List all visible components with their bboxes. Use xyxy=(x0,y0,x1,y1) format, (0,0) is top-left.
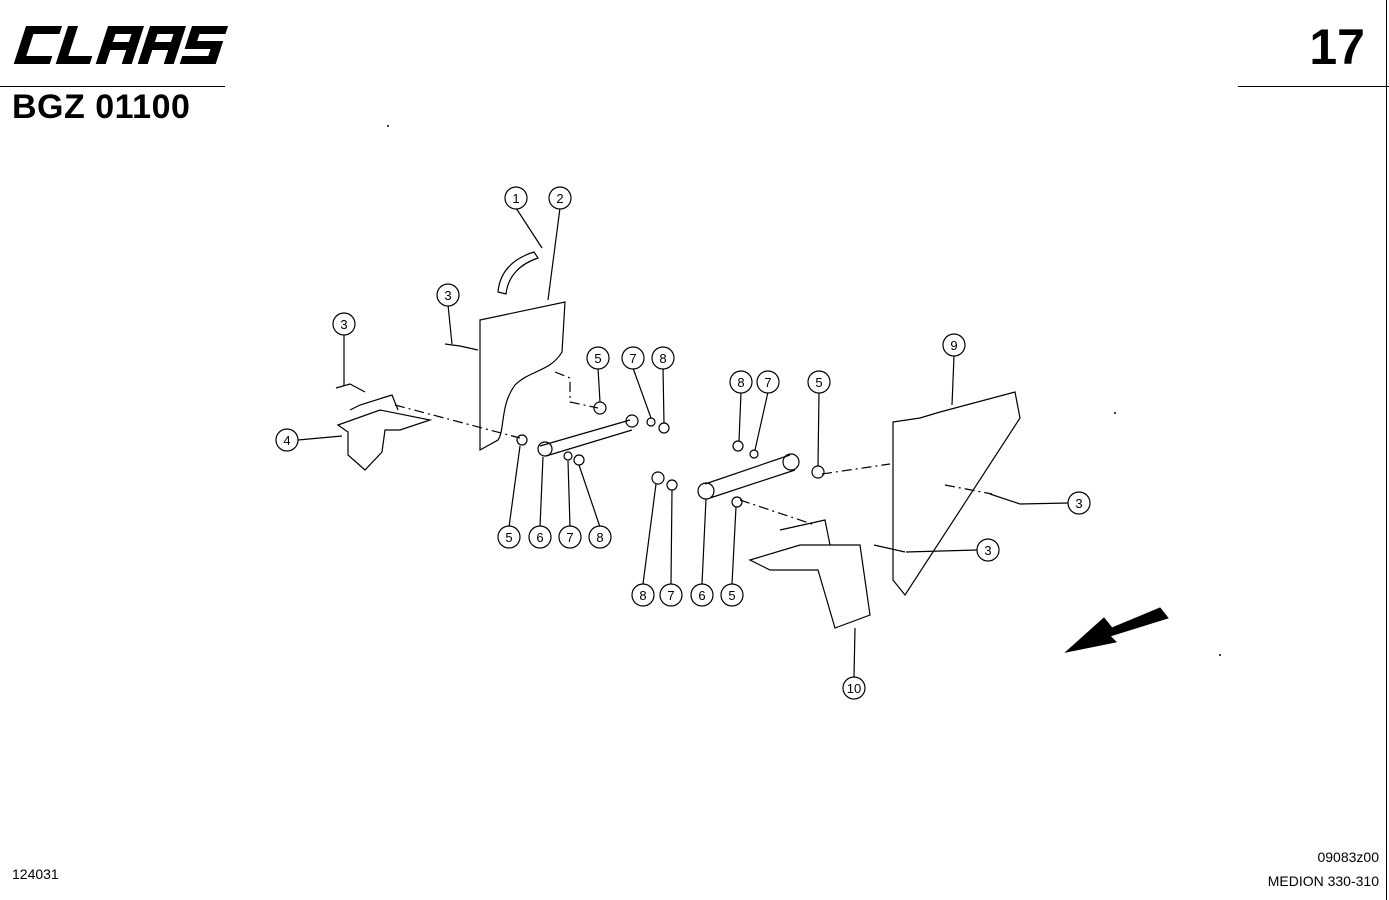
svg-text:8: 8 xyxy=(737,375,744,390)
svg-text:5: 5 xyxy=(728,588,735,603)
svg-text:3: 3 xyxy=(984,543,991,558)
svg-text:5: 5 xyxy=(505,530,512,545)
document-code: BGZ 01100 xyxy=(12,88,191,126)
callout: 5 xyxy=(720,583,744,607)
svg-text:2: 2 xyxy=(556,191,563,206)
header-rule-right xyxy=(1238,86,1389,87)
callout: 1 xyxy=(504,186,528,210)
callout: 6 xyxy=(528,525,552,549)
header-rule-left xyxy=(0,86,225,87)
part-3-bolt-a xyxy=(335,383,366,393)
callout: 3 xyxy=(332,312,356,336)
part-6-rod-left xyxy=(539,419,633,457)
part-9-shield xyxy=(892,391,1021,597)
svg-text:4: 4 xyxy=(283,433,290,448)
svg-text:10: 10 xyxy=(847,681,861,696)
svg-text:8: 8 xyxy=(596,530,603,545)
part-3-bolt-d xyxy=(873,544,906,553)
callout: 7 xyxy=(621,346,645,370)
footer-code: 124031 xyxy=(12,866,59,882)
svg-text:8: 8 xyxy=(639,588,646,603)
svg-text:7: 7 xyxy=(667,588,674,603)
callout: 8 xyxy=(588,525,612,549)
svg-text:8: 8 xyxy=(659,351,666,366)
svg-text:7: 7 xyxy=(629,351,636,366)
callout: 8 xyxy=(729,370,753,394)
part-1-strip xyxy=(497,251,539,295)
part-3-bolt-b xyxy=(444,343,479,351)
page-border xyxy=(1386,0,1387,900)
callout: 8 xyxy=(651,346,675,370)
callout: 3 xyxy=(1067,491,1091,515)
callout: 5 xyxy=(497,525,521,549)
drawing-number: 09083z00 xyxy=(1317,849,1379,865)
part-3-bolt-c xyxy=(989,493,1021,505)
svg-text:3: 3 xyxy=(444,288,451,303)
part-2-shield xyxy=(479,301,566,452)
svg-text:5: 5 xyxy=(815,375,822,390)
part-4-bracket xyxy=(336,409,433,471)
callout: 7 xyxy=(756,370,780,394)
svg-text:3: 3 xyxy=(340,317,347,332)
callout: 6 xyxy=(690,583,714,607)
svg-text:5: 5 xyxy=(594,351,601,366)
callout: 7 xyxy=(558,525,582,549)
svg-text:6: 6 xyxy=(536,530,543,545)
callout: 7 xyxy=(659,583,683,607)
direction-arrow xyxy=(1064,607,1169,653)
callout: 5 xyxy=(807,370,831,394)
svg-text:3: 3 xyxy=(1075,496,1082,511)
svg-text:7: 7 xyxy=(566,530,573,545)
part-6-rod-right xyxy=(704,454,796,499)
callout: 4 xyxy=(275,428,299,452)
svg-text:6: 6 xyxy=(698,588,705,603)
callout: 9 xyxy=(942,333,966,357)
svg-text:9: 9 xyxy=(950,338,957,353)
callout: 8 xyxy=(631,583,655,607)
callout: 3 xyxy=(436,283,460,307)
svg-text:1: 1 xyxy=(512,191,519,206)
callout: 3 xyxy=(976,538,1000,562)
svg-text:7: 7 xyxy=(764,375,771,390)
claas-logo xyxy=(13,26,229,64)
callout: 2 xyxy=(548,186,572,210)
callout: 10 xyxy=(842,676,866,700)
callout: 5 xyxy=(586,346,610,370)
model-label: MEDION 330-310 xyxy=(1267,873,1379,889)
page-number: 17 xyxy=(1309,19,1365,75)
part-10-bracket xyxy=(748,544,871,629)
